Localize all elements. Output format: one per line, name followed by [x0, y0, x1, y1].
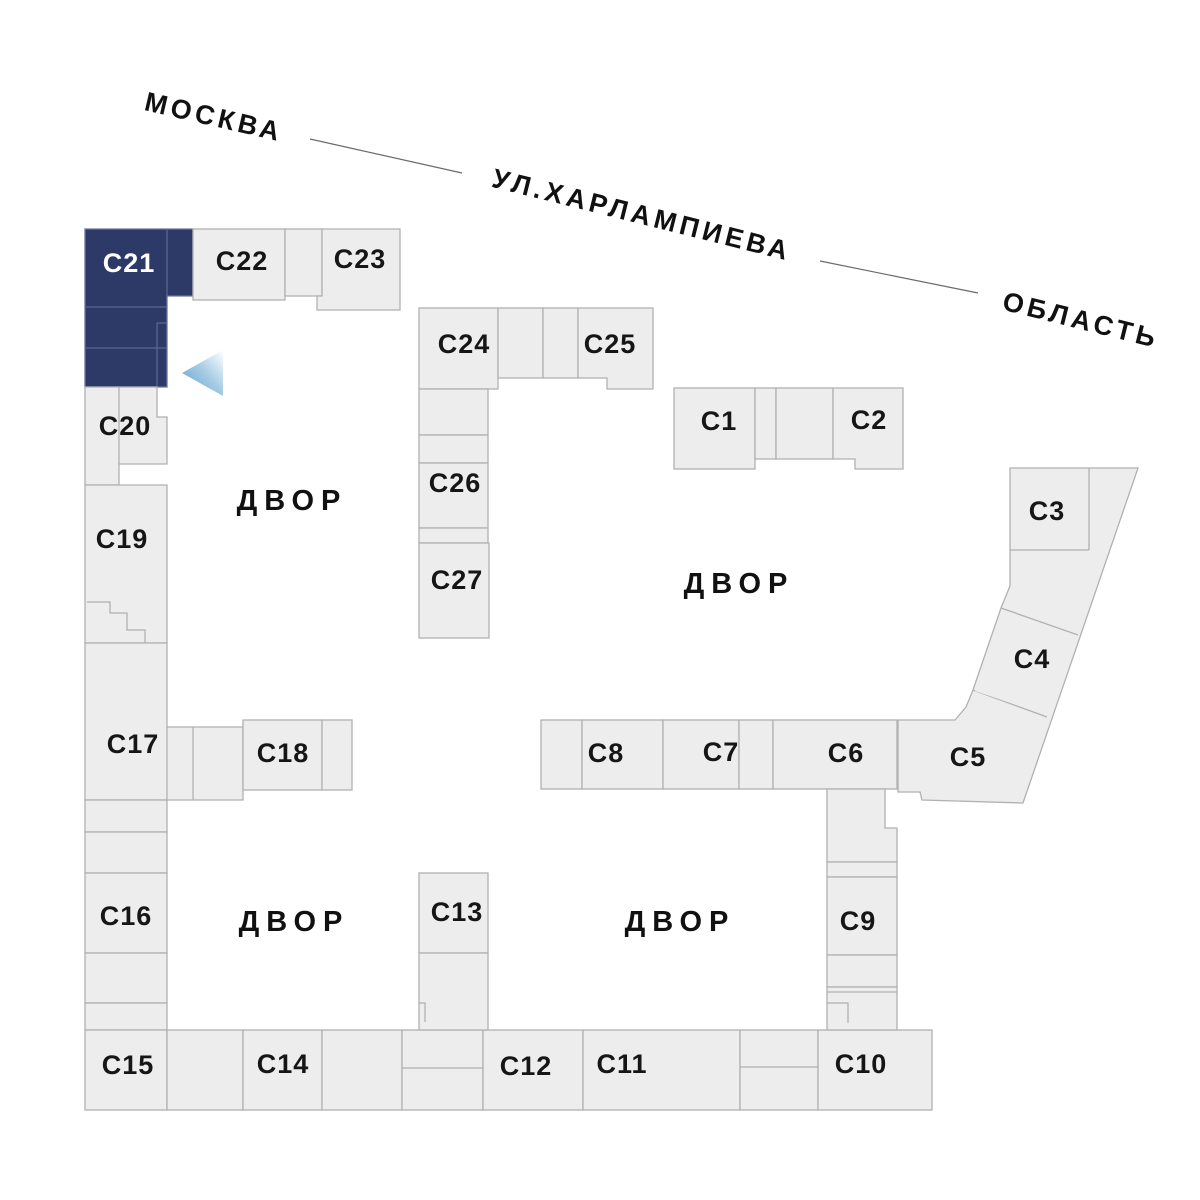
building-c17[interactable]	[84, 642, 244, 801]
building-label-c22: С22	[216, 246, 269, 276]
building-c8[interactable]	[581, 719, 664, 790]
building-label-c9: С9	[840, 906, 877, 936]
building-label-c23: С23	[334, 244, 387, 274]
building-c23[interactable]	[316, 228, 401, 311]
building-section	[540, 719, 583, 790]
building-label-c11: С11	[596, 1049, 647, 1079]
building-label-c7: С7	[703, 737, 740, 767]
building-section	[401, 1029, 484, 1111]
building-section	[738, 719, 774, 790]
building-label-c15: С15	[102, 1050, 155, 1080]
building-label-c27: С27	[431, 565, 484, 595]
building-section	[754, 387, 777, 460]
building-section	[284, 228, 323, 297]
building-section	[826, 986, 898, 1031]
building-label-c24: С24	[438, 329, 491, 359]
street-line-left	[309, 138, 463, 174]
building-section	[84, 1002, 168, 1031]
building-label-c3: С3	[1029, 496, 1066, 526]
courtyard-label: ДВОР	[625, 906, 736, 938]
building-c12[interactable]	[482, 1029, 584, 1111]
building-section	[418, 388, 489, 436]
bottom-row-seams	[402, 1066, 818, 1069]
building-label-c1: С1	[701, 406, 738, 436]
building-c4[interactable]	[975, 610, 1076, 715]
building-c18[interactable]	[242, 719, 323, 791]
building-c22[interactable]	[192, 228, 286, 301]
c13-notch	[419, 1002, 426, 1022]
building-section	[497, 307, 544, 379]
building-c9[interactable]	[826, 876, 898, 956]
building-label-c14: С14	[257, 1049, 310, 1079]
building-c2[interactable]	[832, 387, 904, 470]
right-wing-seams	[972, 468, 1090, 718]
building-c1[interactable]	[673, 387, 756, 470]
building-label-c26: С26	[429, 468, 482, 498]
building-section	[84, 799, 168, 833]
street-line-right	[819, 260, 979, 294]
building-section	[739, 1029, 819, 1111]
building-section	[418, 527, 489, 544]
building-section	[321, 1029, 403, 1111]
building-c27[interactable]	[418, 542, 490, 639]
building-c6[interactable]	[772, 719, 898, 790]
building-c13[interactable]	[418, 872, 489, 954]
building-section	[166, 1029, 244, 1111]
building-section	[418, 952, 489, 1031]
building-label-c21: С21	[103, 248, 156, 278]
building-section	[826, 954, 898, 988]
building-label-c18: С18	[257, 738, 310, 768]
building-label-c17: С17	[107, 729, 160, 759]
building-label-c5: С5	[950, 742, 987, 772]
building-label-c6: С6	[828, 738, 865, 768]
building-section	[542, 307, 579, 379]
building-c21-seams	[85, 229, 168, 387]
building-label-c8: С8	[588, 738, 625, 768]
courtyard-label: ДВОР	[684, 568, 795, 600]
building-c3[interactable]	[1011, 469, 1088, 549]
building-c11[interactable]	[582, 1029, 741, 1111]
building-section	[775, 387, 834, 460]
city-right-label: ОБЛАСТЬ	[1000, 286, 1163, 354]
building-label-c25: С25	[584, 329, 637, 359]
selected-building-arrow-icon	[182, 350, 223, 396]
building-section	[826, 861, 898, 878]
building-label-c10: С10	[835, 1049, 888, 1079]
building-c24[interactable]	[418, 307, 499, 390]
building-c26[interactable]	[418, 462, 489, 529]
building-label-c16: С16	[100, 901, 153, 931]
building-label-c12: С12	[500, 1051, 553, 1081]
building-section	[418, 434, 489, 464]
building-c19[interactable]	[84, 484, 168, 644]
building-label-c2: С2	[851, 405, 888, 435]
street-name-label: УЛ.ХАРЛАМПИЕВА	[489, 163, 795, 266]
building-c25[interactable]	[577, 307, 654, 390]
building-c14[interactable]	[242, 1029, 323, 1111]
c9-column-seams	[827, 991, 897, 1023]
building-section	[826, 788, 898, 863]
building-section	[84, 952, 168, 1004]
left-column-seams	[87, 387, 194, 800]
building-label-c19: С19	[96, 524, 149, 554]
building-label-c20: С20	[99, 411, 152, 441]
building-section	[84, 831, 168, 874]
courtyard-label: ДВОР	[239, 906, 350, 938]
courtyard-label: ДВОР	[237, 485, 348, 517]
building-label-c13: С13	[431, 897, 484, 927]
city-left-label: МОСКВА	[142, 87, 286, 148]
building-section	[321, 719, 353, 791]
building-c10[interactable]	[817, 1029, 933, 1111]
building-c15[interactable]	[84, 1029, 168, 1111]
building-label-c4: С4	[1014, 644, 1051, 674]
